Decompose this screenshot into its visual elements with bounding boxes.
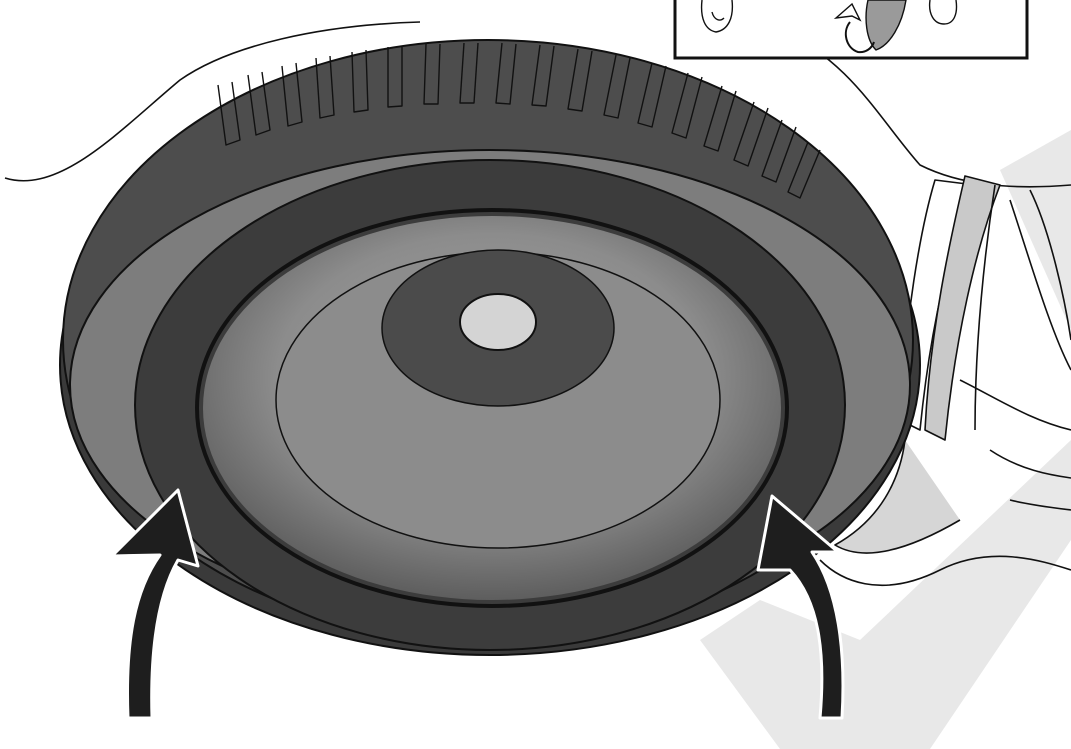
inset-detail-box <box>675 0 1027 58</box>
hub-hole <box>460 294 536 350</box>
lift-arrow-left <box>112 490 198 718</box>
